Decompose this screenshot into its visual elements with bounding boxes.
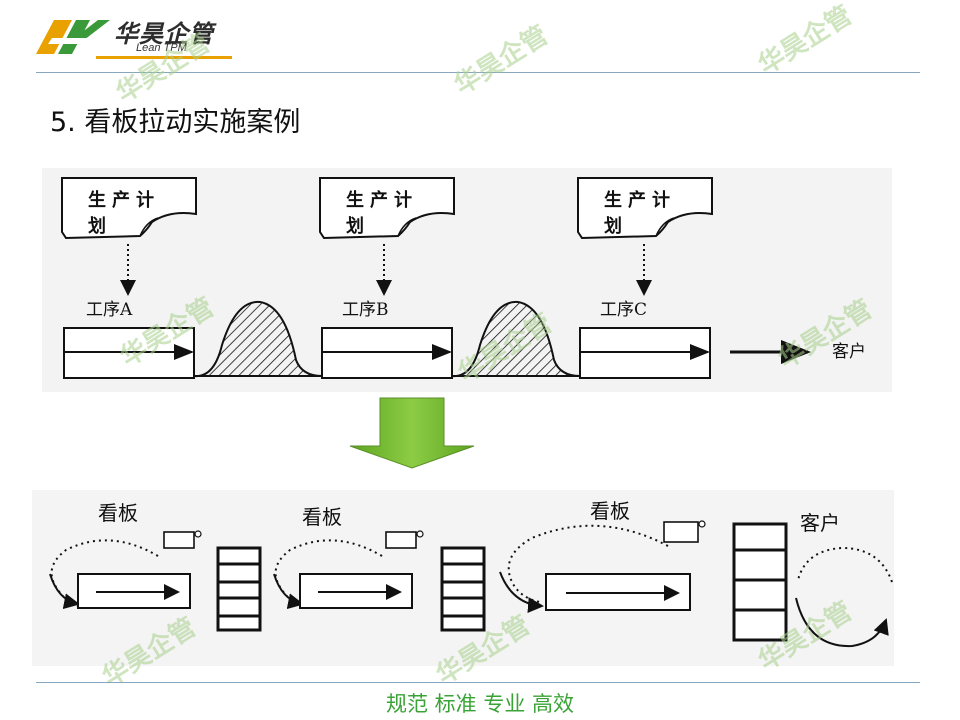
process-box-a [63, 327, 195, 379]
footer-divider [36, 682, 920, 683]
plan-note-b-line1: 生产计 [346, 189, 418, 211]
process-box-c [579, 327, 711, 379]
logo-text-cn: 华昊企管 [114, 20, 214, 48]
company-logo: 华昊企管 Lean TPM [32, 14, 232, 60]
customer-loop [795, 546, 893, 648]
kanban-label-2: 看板 [302, 505, 342, 529]
plan-note-a-line1: 生产计 [88, 189, 160, 211]
kanban-label-1: 看板 [98, 501, 138, 525]
process-box-b [321, 327, 453, 379]
logo-text-en: Lean TPM [136, 42, 187, 54]
plan-note-c [577, 177, 713, 240]
inventory-pile-1 [193, 300, 323, 378]
kanban-label-3: 看板 [590, 499, 630, 523]
plan-note-b [319, 177, 455, 240]
kanban-cell-2 [273, 530, 486, 632]
plan-note-b-line2: 划 [346, 215, 364, 237]
kanban-cell-1 [49, 530, 262, 632]
plan-note-a-line2: 划 [88, 215, 106, 237]
process-label-a: 工序A [86, 300, 133, 320]
process-label-b: 工序B [342, 300, 389, 320]
footer-slogan: 规范 标准 专业 高效 [385, 692, 575, 716]
plan-note-a [61, 177, 197, 240]
plan-note-c-line2: 划 [604, 215, 622, 237]
logo-underline [96, 56, 232, 59]
page-title: 5. 看板拉动实施案例 [50, 107, 301, 138]
bottom-customer-label: 客户 [800, 511, 840, 535]
process-label-c: 工序C [600, 300, 647, 320]
plan-note-c-line1: 生产计 [604, 189, 676, 211]
transition-down-arrow-icon [349, 397, 475, 469]
header-divider [36, 72, 920, 73]
kanban-cell-3 [499, 520, 788, 642]
logo-mark-icon [36, 20, 110, 54]
top-customer-label: 客户 [832, 342, 866, 362]
inventory-pile-2 [451, 300, 581, 378]
